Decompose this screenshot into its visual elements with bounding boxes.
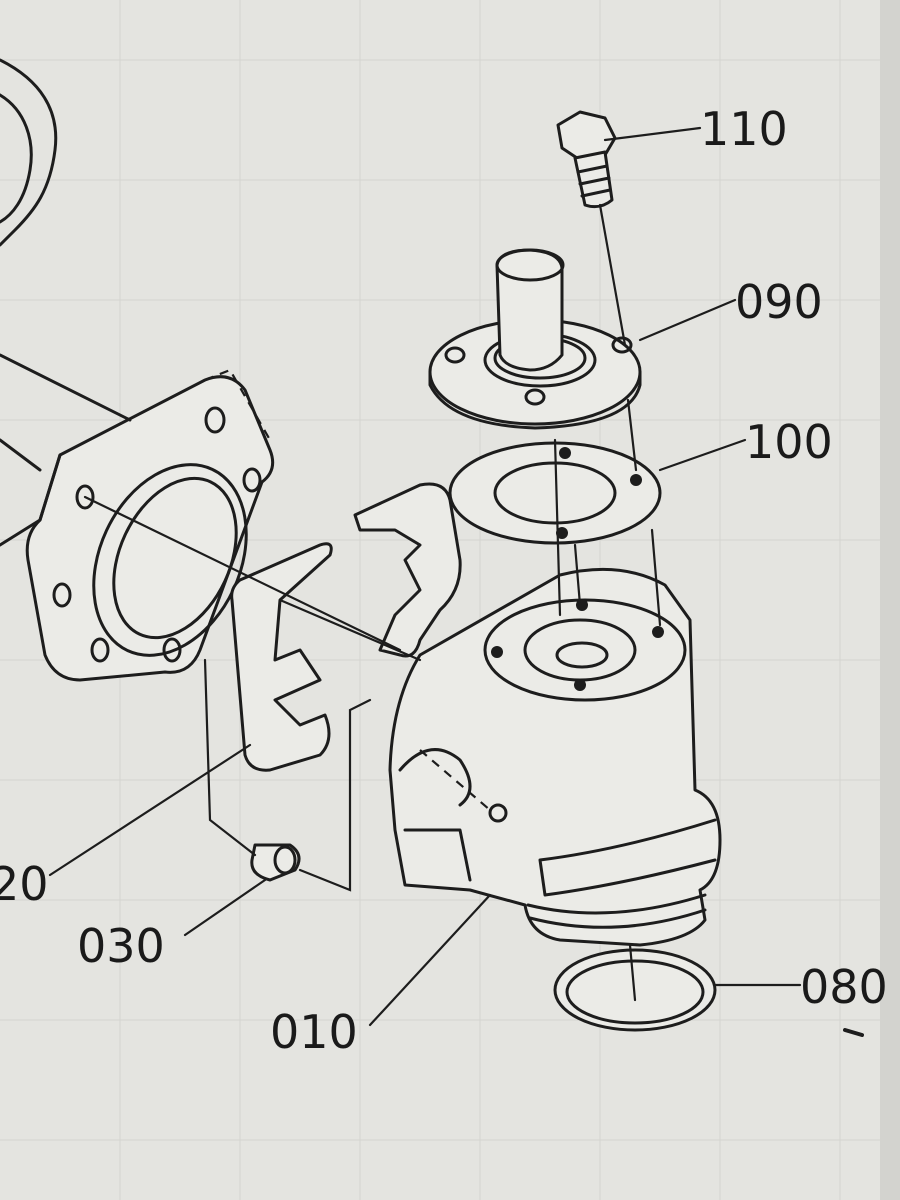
gasket-plates <box>230 482 462 772</box>
pin-part <box>250 843 301 882</box>
main-housing-body <box>388 567 722 947</box>
bolt-part <box>556 110 617 209</box>
callout-110: 110 <box>700 102 788 156</box>
pen-mark <box>843 1028 864 1037</box>
page-edge-shadow <box>880 0 900 1200</box>
callout-030: 030 <box>77 919 165 973</box>
callout-090: 090 <box>735 275 823 329</box>
callout-020: 20 <box>0 857 49 911</box>
callout-080: 080 <box>800 960 888 1014</box>
callout-100: 100 <box>745 415 833 469</box>
assembly-lines <box>83 203 662 1002</box>
cover-flange-part <box>428 248 642 430</box>
upper-left-partial-part <box>0 58 58 247</box>
callout-010: 010 <box>270 1005 358 1059</box>
leader-lines <box>48 126 802 1027</box>
